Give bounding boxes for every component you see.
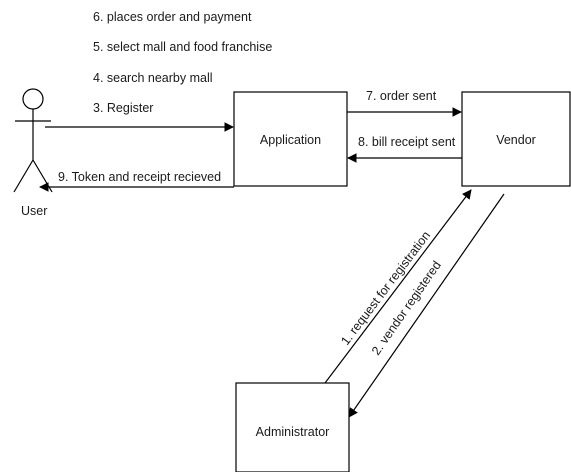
message-places-order-label: 6. places order and payment [93,10,252,24]
message-select-mall-label: 5. select mall and food franchise [93,40,272,54]
vendor-node-label: Vendor [496,133,536,147]
message-search-mall-label: 4. search nearby mall [93,71,213,85]
application-node-label: Application [260,133,321,147]
message-register-label: 3. Register [93,101,153,115]
vendor-to-administrator-arrow [348,193,505,418]
user-actor-icon [13,88,53,193]
message-vendor-registered-label: 2. vendor registered [369,258,444,357]
administrator-to-vendor-arrow [324,189,472,384]
user-actor-label: User [21,204,47,218]
message-bill-receipt-label: 8. bill receipt sent [358,135,456,149]
vendor-node [461,91,571,187]
administrator-node [235,382,350,472]
message-order-sent-label: 7. order sent [366,89,437,103]
application-node [233,91,348,187]
message-token-receipt-label: 9. Token and receipt recieved [58,170,221,184]
administrator-node-label: Administrator [256,425,330,439]
